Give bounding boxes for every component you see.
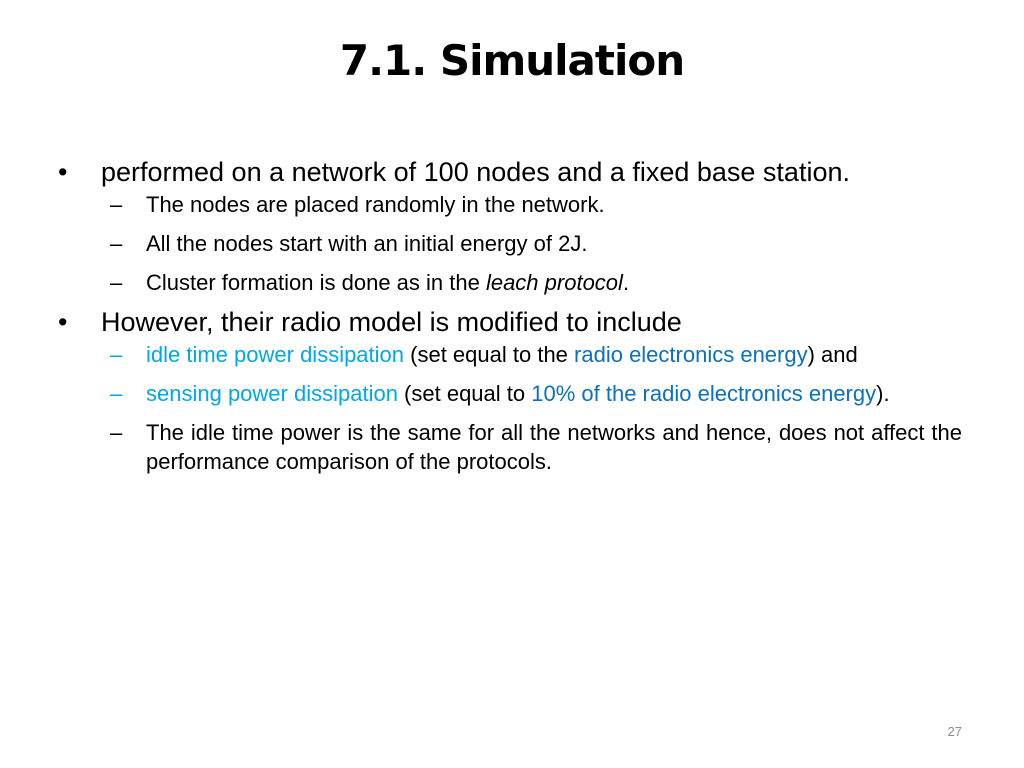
slide-title: 7.1. Simulation [339,36,685,85]
sub-bullet-text-end: ) and [807,342,858,367]
bullet-icon: • [58,307,68,337]
bullet-text: However, their radio model is modified t… [101,307,682,337]
highlight-term: radio electronics energy [574,342,808,367]
page-number: 27 [947,724,962,739]
italic-term: leach protocol [485,270,623,295]
dash-icon: – [110,231,123,256]
sub-bullet-text: (set equal to [397,381,532,406]
dash-icon: – [110,420,123,445]
dash-icon: – [110,342,123,367]
sub-bullet-text-end: . [622,270,630,295]
sub-bullet-item: – The idle time power is the same for al… [58,418,962,476]
dash-icon: – [110,381,123,406]
sub-bullet-text: (set equal to the [404,342,575,367]
sub-bullet-text-end: ). [876,381,890,406]
sub-bullet-item: – Cluster formation is done as in the le… [58,268,962,297]
bullet-item: • performed on a network of 100 nodes an… [58,154,962,190]
dash-icon: – [110,270,123,295]
highlight-term: idle time power dissipation [146,342,405,367]
sub-bullet-item: – sensing power dissipation (set equal t… [58,379,962,408]
dash-icon: – [110,192,123,217]
highlight-term: 10% of the radio electronics energy [531,381,877,406]
sub-bullet-text: The idle time power is the same for all … [146,420,962,474]
bullet-icon: • [58,157,68,187]
sub-bullet-item: – All the nodes start with an initial en… [58,229,962,258]
slide-body: • performed on a network of 100 nodes an… [58,154,962,476]
highlight-term: sensing power dissipation [146,381,398,406]
sub-bullet-text: The nodes are placed randomly in the net… [146,192,605,217]
sub-bullet-text: Cluster formation is done as in the [146,270,486,295]
sub-bullet-text: All the nodes start with an initial ener… [146,231,588,256]
sub-bullet-item: – The nodes are placed randomly in the n… [58,190,962,219]
bullet-text: performed on a network of 100 nodes and … [101,157,850,187]
sub-bullet-item: – idle time power dissipation (set equal… [58,340,962,369]
bullet-item: • However, their radio model is modified… [58,304,962,340]
